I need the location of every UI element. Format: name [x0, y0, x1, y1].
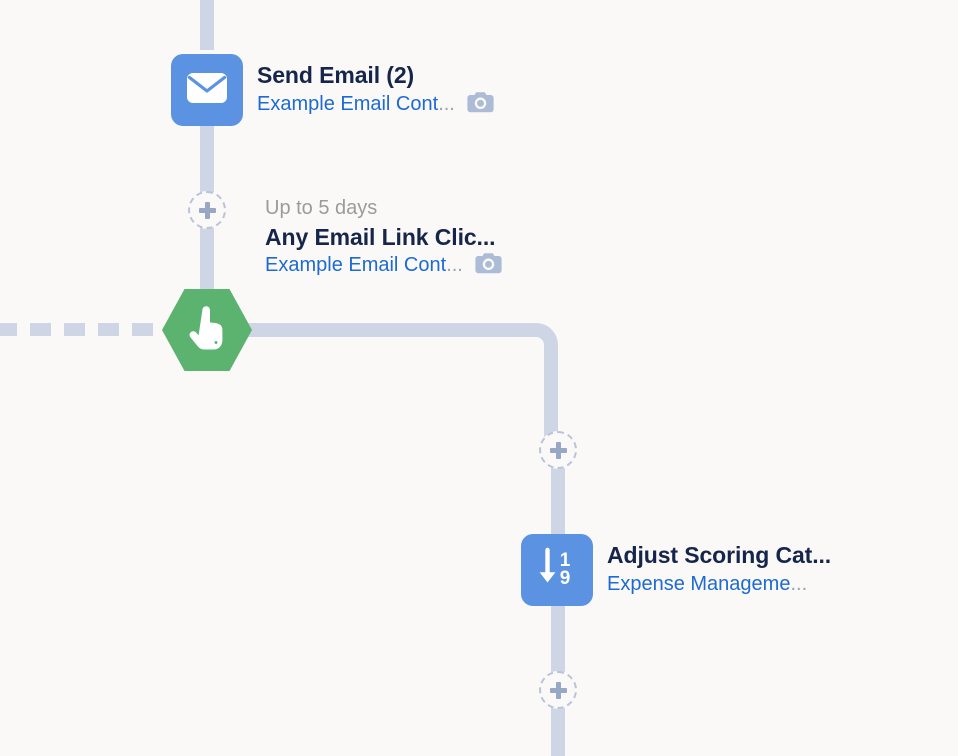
camera-icon[interactable] [475, 252, 502, 279]
send-email-icon-tile [171, 54, 243, 126]
send-email-subtitle-ellipsis: ... [438, 92, 455, 115]
connector-top-to-send-email [200, 0, 214, 50]
node-decision-split[interactable] [162, 289, 252, 371]
adjust-scoring-subtitle-row: Expense Manageme... [607, 571, 831, 599]
email-link-click-text-block: Up to 5 days Any Email Link Clic... Exam… [265, 195, 502, 280]
adjust-scoring-subtitle[interactable]: Expense Manageme... [607, 571, 807, 599]
connector-decision-elbow-to-adjust-scoring [248, 323, 558, 458]
adjust-scoring-text-block: Adjust Scoring Cat... Expense Manageme..… [607, 541, 831, 598]
email-link-click-subtitle[interactable]: Example Email Cont... [265, 252, 463, 280]
node-send-email[interactable]: Send Email (2) Example Email Cont... [171, 54, 494, 126]
adjust-scoring-subtitle-ellipsis: ... [790, 572, 808, 595]
send-email-subtitle-text: Example Email Cont [257, 92, 439, 115]
connector-send-email-to-add [200, 126, 214, 194]
send-email-subtitle[interactable]: Example Email Cont... [257, 91, 455, 119]
send-email-subtitle-row: Example Email Cont... [257, 91, 494, 119]
camera-icon[interactable] [467, 91, 494, 118]
plus-icon-bar-vertical [204, 201, 210, 219]
add-step-button-lower[interactable] [539, 671, 577, 709]
adjust-scoring-subtitle-text: Expense Manageme [607, 572, 791, 595]
add-step-button-middle[interactable] [539, 431, 577, 469]
adjust-scoring-icon-tile: 1 9 [521, 534, 593, 606]
connector-inbound-dashed-branch [0, 323, 176, 336]
envelope-icon [186, 72, 228, 109]
connector-adjust-scoring-to-add [551, 606, 565, 672]
send-email-text-block: Send Email (2) Example Email Cont... [257, 61, 494, 118]
sort-descending-icon: 1 9 [534, 547, 580, 594]
email-link-click-subtitle-text: Example Email Cont [265, 254, 447, 277]
svg-text:9: 9 [560, 568, 571, 589]
node-email-link-click[interactable]: Up to 5 days Any Email Link Clic... Exam… [265, 195, 502, 280]
connector-add-to-adjust-scoring [551, 468, 565, 534]
add-step-button-upper[interactable] [188, 191, 226, 229]
connector-add-to-decision [200, 226, 214, 306]
connector-add-to-bottom [551, 706, 565, 756]
email-link-click-wait-label: Up to 5 days [265, 197, 378, 219]
email-link-click-subtitle-ellipsis: ... [446, 254, 463, 277]
pointing-hand-icon [187, 305, 227, 355]
svg-text:1: 1 [560, 550, 571, 571]
plus-icon-bar-vertical [555, 681, 561, 699]
send-email-title: Send Email (2) [257, 62, 415, 89]
email-link-click-title: Any Email Link Clic... [265, 223, 496, 250]
adjust-scoring-title: Adjust Scoring Cat... [607, 542, 832, 569]
plus-icon-bar-vertical [555, 441, 561, 459]
email-link-click-subtitle-row: Example Email Cont... [265, 252, 502, 280]
node-adjust-scoring[interactable]: 1 9 Adjust Scoring Cat... Expense Manage… [521, 534, 831, 606]
